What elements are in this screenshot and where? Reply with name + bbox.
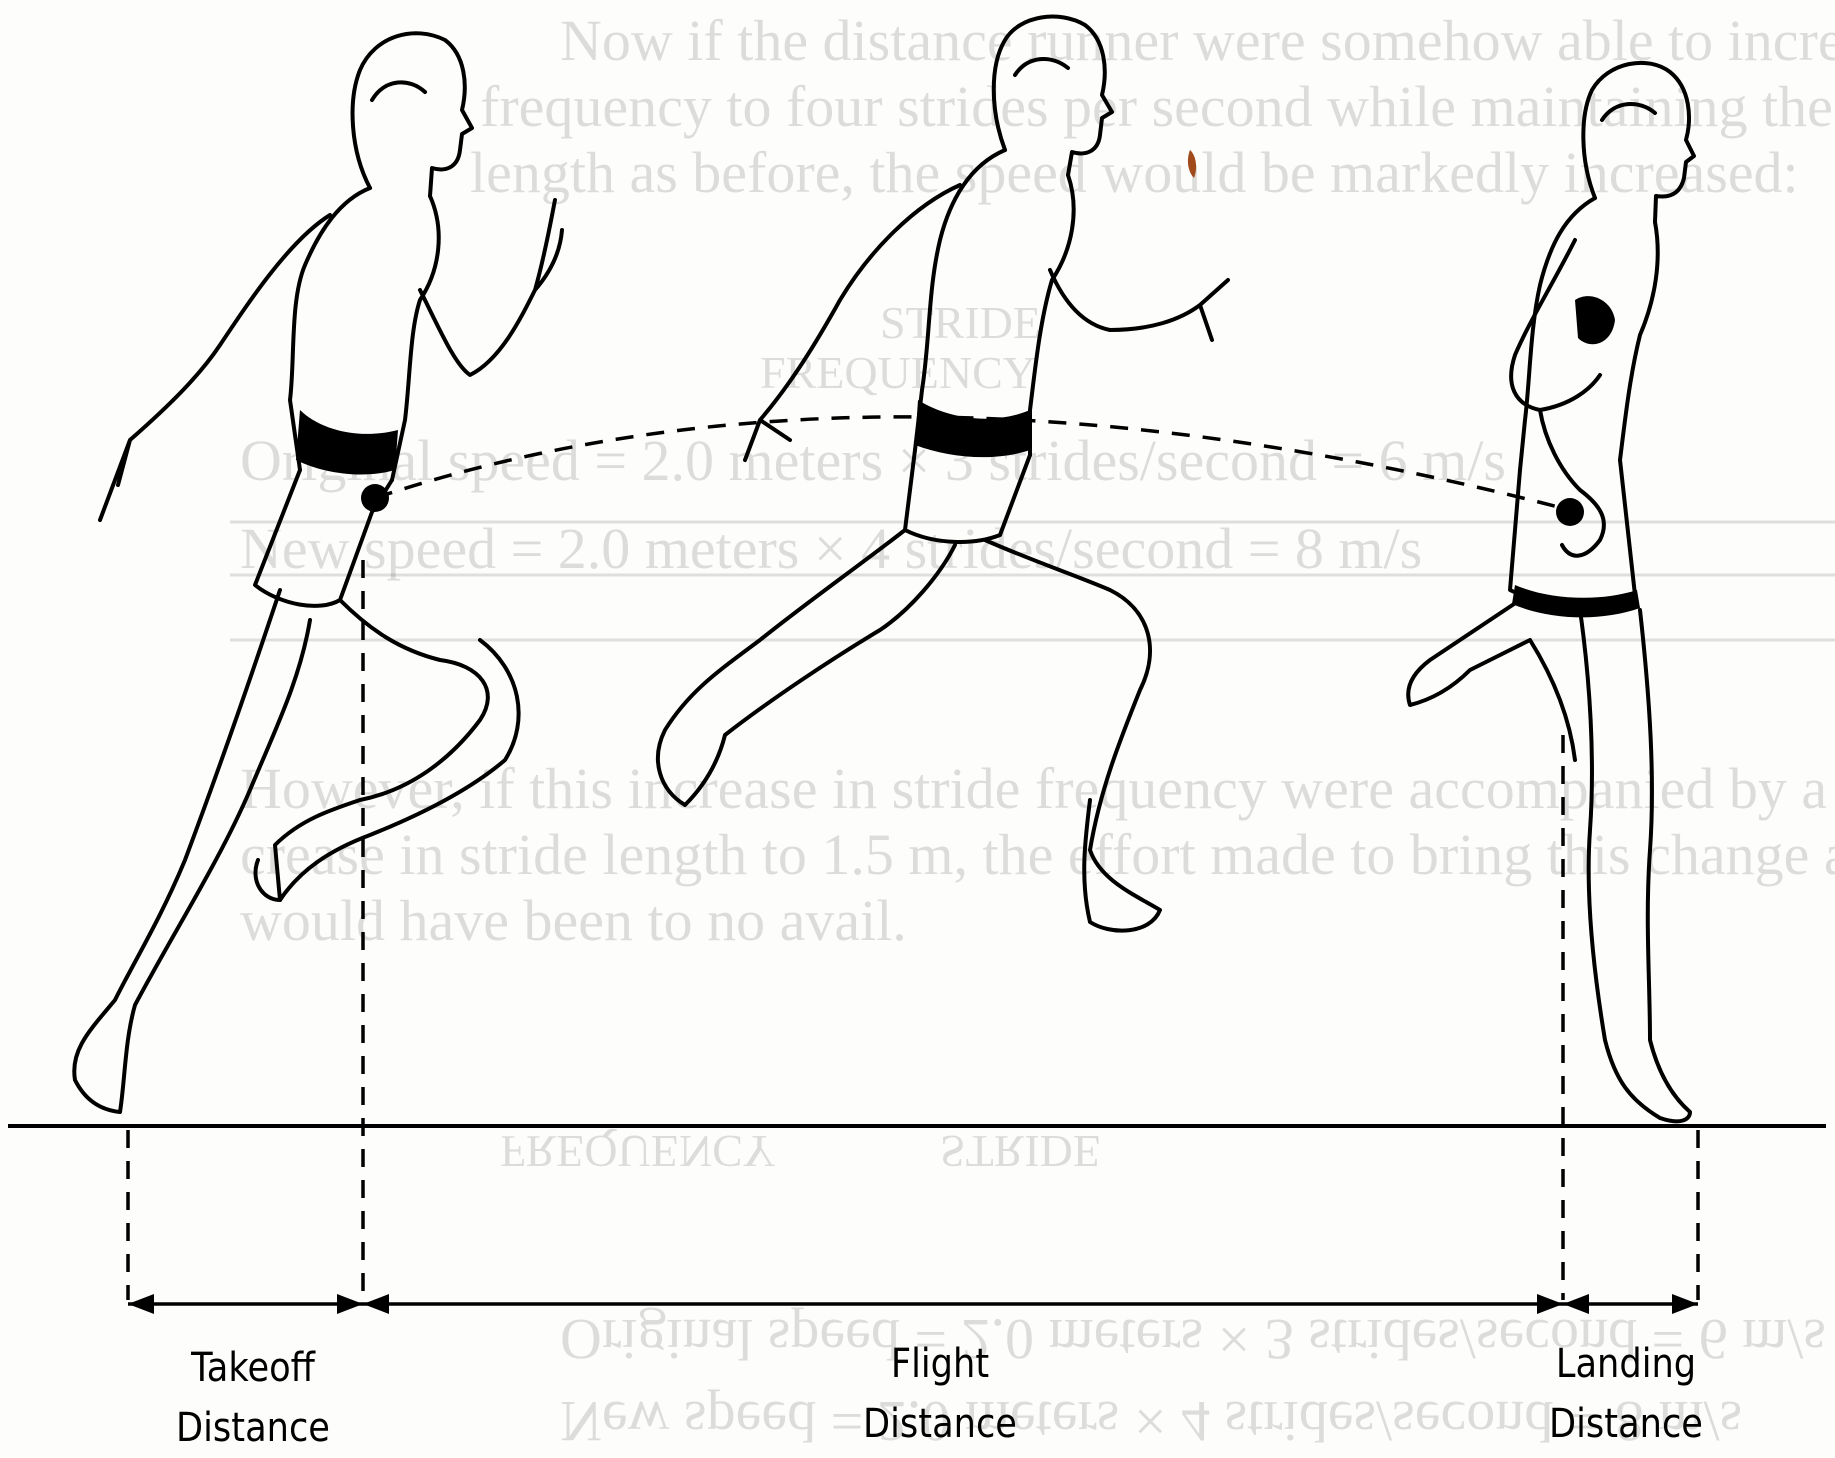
landing-runner-ear bbox=[1602, 104, 1655, 120]
takeoff-runner-chest bbox=[392, 196, 439, 480]
flight-label-line1: Flight bbox=[799, 1334, 1081, 1394]
landing-runner-rear-leg bbox=[1408, 600, 1575, 760]
flight-runner-shorts bbox=[905, 450, 1030, 542]
landing-runner-hem bbox=[1512, 585, 1640, 617]
landing-runner-head bbox=[1583, 63, 1694, 222]
landing-runner-chest bbox=[1620, 222, 1658, 460]
ink-spot bbox=[1188, 150, 1196, 178]
landing-distance-label: Landing Distance bbox=[1485, 1334, 1767, 1454]
landing-runner-support-leg bbox=[1580, 610, 1690, 1121]
runner-takeoff bbox=[74, 33, 562, 1112]
flight-runner-back bbox=[915, 150, 1005, 450]
flight-distance-label: Flight Distance bbox=[799, 1334, 1081, 1454]
takeoff-runner-swing-leg bbox=[275, 600, 519, 900]
flight-runner-ear bbox=[1015, 59, 1068, 75]
takeoff-runner-head bbox=[353, 33, 472, 196]
flight-runner-front-leg bbox=[985, 540, 1160, 931]
flight-runner-front-arm bbox=[1050, 270, 1228, 340]
takeoff-right-arrowhead bbox=[337, 1294, 363, 1314]
landing-center-of-mass-dot bbox=[1556, 498, 1584, 526]
takeoff-runner-waistband bbox=[296, 410, 398, 475]
landing-right-arrowhead bbox=[1672, 1294, 1698, 1314]
flight-runner-head bbox=[994, 17, 1112, 175]
flight-label-line2: Distance bbox=[799, 1394, 1081, 1454]
flight-runner-rear-leg bbox=[658, 530, 955, 805]
flight-runner-chest bbox=[1030, 175, 1074, 455]
flight-runner-waistband bbox=[915, 400, 1030, 457]
takeoff-runner-back-arm bbox=[100, 215, 330, 520]
runner-flight bbox=[658, 17, 1228, 931]
landing-label-line2: Distance bbox=[1485, 1394, 1767, 1454]
takeoff-runner-ear bbox=[372, 82, 425, 100]
landing-label-line1: Landing bbox=[1485, 1334, 1767, 1394]
runner-landing bbox=[1408, 63, 1694, 1122]
takeoff-label-line2: Distance bbox=[112, 1398, 394, 1458]
takeoff-runner-front-arm bbox=[420, 200, 562, 375]
takeoff-distance-label: Takeoff Distance bbox=[112, 1338, 394, 1458]
background-rules bbox=[230, 522, 1835, 640]
takeoff-left-arrowhead bbox=[128, 1294, 154, 1314]
takeoff-center-of-mass-dot bbox=[361, 484, 389, 512]
landing-left-arrowhead bbox=[1563, 1294, 1589, 1314]
takeoff-label-line1: Takeoff bbox=[112, 1338, 394, 1398]
flight-left-arrowhead bbox=[363, 1294, 389, 1314]
flight-right-arrowhead bbox=[1537, 1294, 1563, 1314]
landing-runner-armpit-shadow bbox=[1575, 296, 1615, 344]
